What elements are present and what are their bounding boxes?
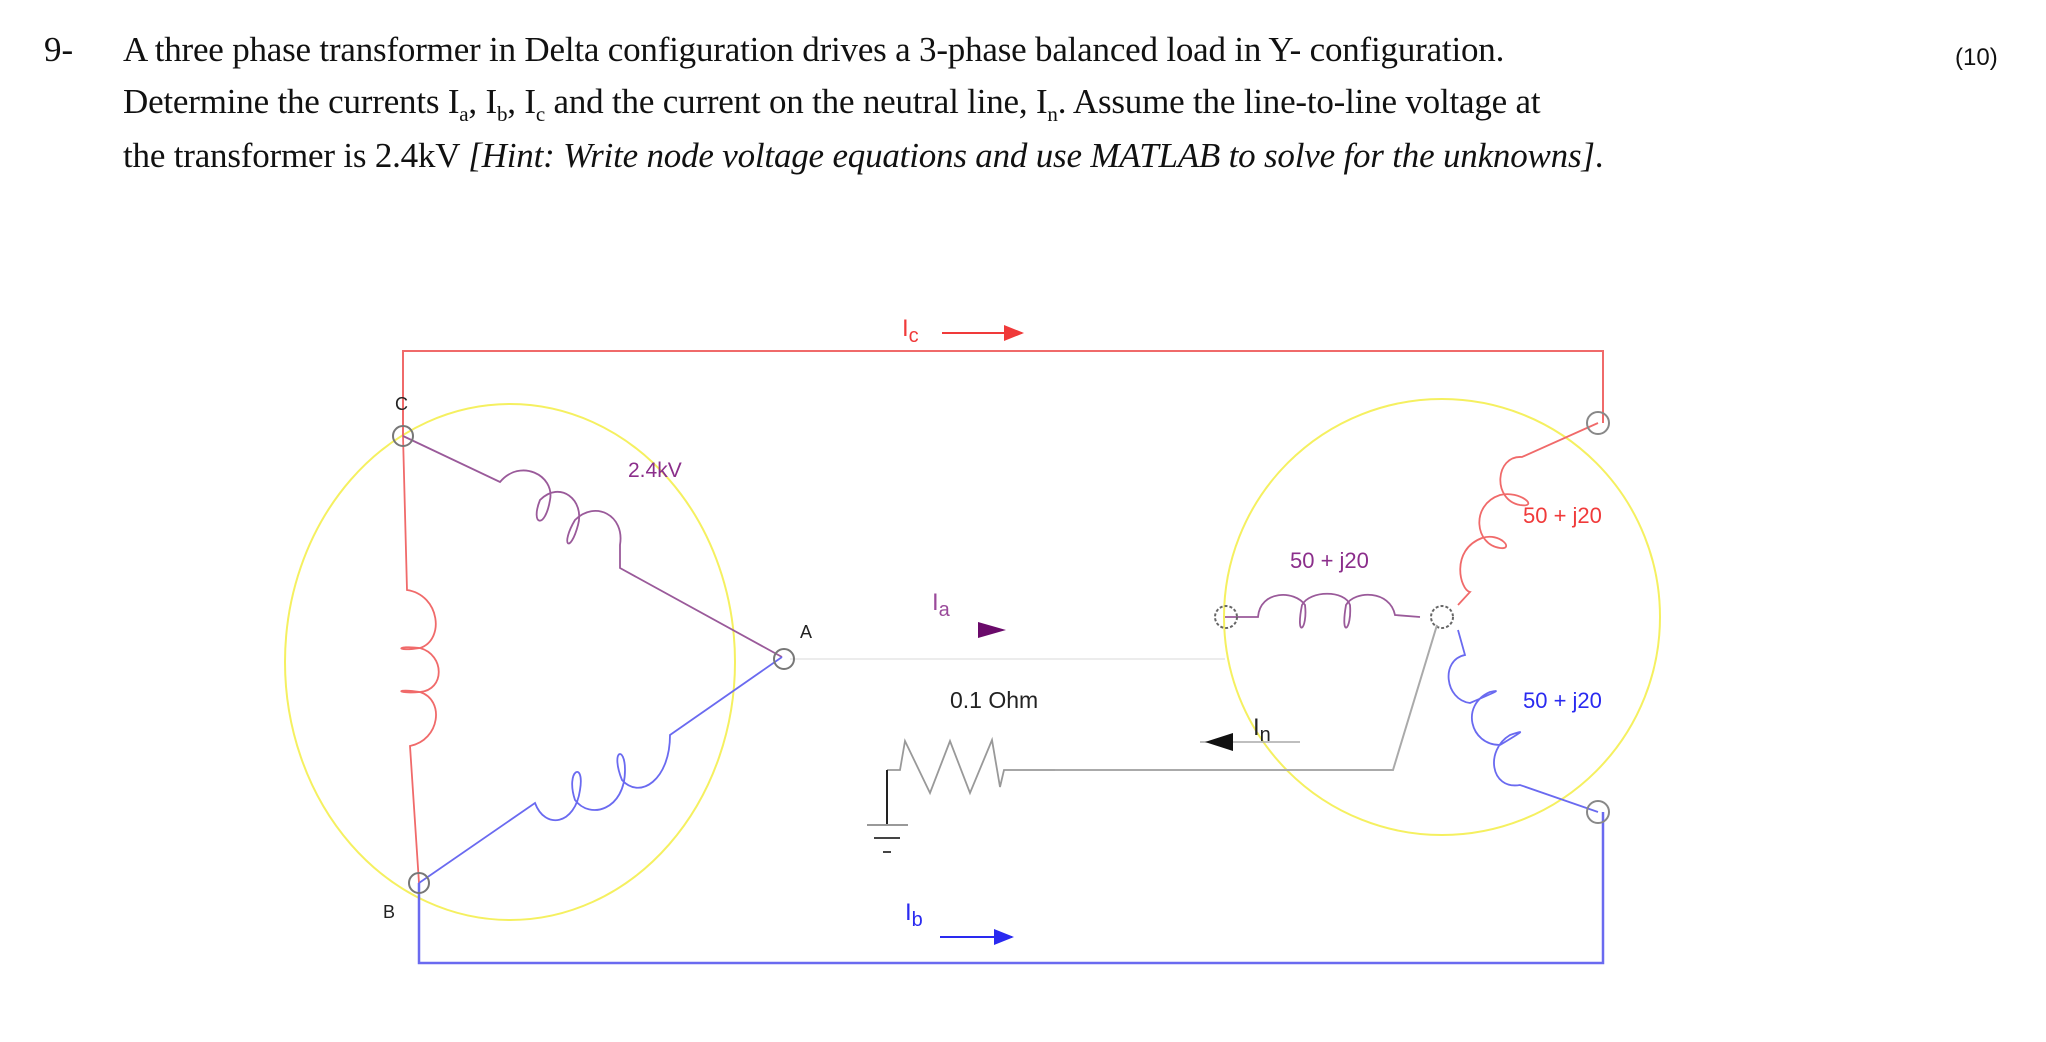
current-label-ib: Ib xyxy=(905,899,923,931)
node-label-b: B xyxy=(383,902,395,922)
winding-ba xyxy=(418,656,783,884)
load-winding-b xyxy=(1447,629,1599,813)
load-impedance-b-label: 50 + j20 xyxy=(1523,688,1602,713)
text: , I xyxy=(468,82,497,121)
problem-line-1: A three phase transformer in Delta confi… xyxy=(123,30,1505,69)
load-winding-a xyxy=(1225,592,1421,629)
text: Determine the currents I xyxy=(123,82,460,121)
node-c xyxy=(392,425,414,447)
load-node-c xyxy=(1586,411,1610,435)
subscript-c: c xyxy=(535,102,545,126)
current-label-ia: Ia xyxy=(932,589,951,621)
text: and the current on the neutral line, I xyxy=(544,82,1048,121)
load-impedance-a-label: 50 + j20 xyxy=(1290,548,1369,573)
arrow-in-icon xyxy=(1205,733,1233,751)
resistor-zigzag xyxy=(887,736,1055,796)
subscript-n: n xyxy=(1047,102,1058,126)
text: . Assume the line-to-line voltage at xyxy=(1057,82,1541,121)
current-label-ic: Ic xyxy=(902,315,919,347)
text: , I xyxy=(507,82,536,121)
problem-line-3: the transformer is 2.4kV [Hint: Write no… xyxy=(123,136,1604,176)
node-a xyxy=(773,648,795,670)
phase-b-wire xyxy=(417,812,1605,965)
subscript-a: a xyxy=(459,102,469,126)
subscript-b: b xyxy=(496,102,508,126)
node-label-c: C xyxy=(395,394,408,414)
resistor-label: 0.1 Ohm xyxy=(950,687,1038,713)
arrow-ia-icon xyxy=(978,622,1006,638)
winding-cb xyxy=(400,435,440,884)
neutral-wire xyxy=(1055,624,1438,771)
load-impedance-c-label: 50 + j20 xyxy=(1523,503,1602,528)
question-number: 9- xyxy=(44,30,74,69)
source-voltage-label: 2.4kV xyxy=(628,459,682,482)
phase-c-wire xyxy=(402,350,1604,436)
load-winding-c xyxy=(1457,422,1599,606)
wye-boundary-circle xyxy=(1223,398,1661,836)
text: . xyxy=(1594,136,1604,175)
load-node-b xyxy=(1586,800,1610,824)
text: the transformer is 2.4kV xyxy=(123,136,469,175)
delta-boundary-circle xyxy=(284,403,736,921)
current-label-in: In xyxy=(1253,714,1271,746)
problem-line-2: Determine the currents Ia, Ib, Ic and th… xyxy=(123,82,1541,127)
node-b xyxy=(408,872,430,894)
hint-text: [Hint: Write node voltage equations and … xyxy=(468,136,1595,175)
winding-ca xyxy=(402,435,783,658)
node-label-a: A xyxy=(800,622,812,642)
load-node-a xyxy=(1214,605,1238,629)
marks-badge: (10) xyxy=(1955,44,1998,71)
load-neutral-node xyxy=(1430,605,1454,629)
